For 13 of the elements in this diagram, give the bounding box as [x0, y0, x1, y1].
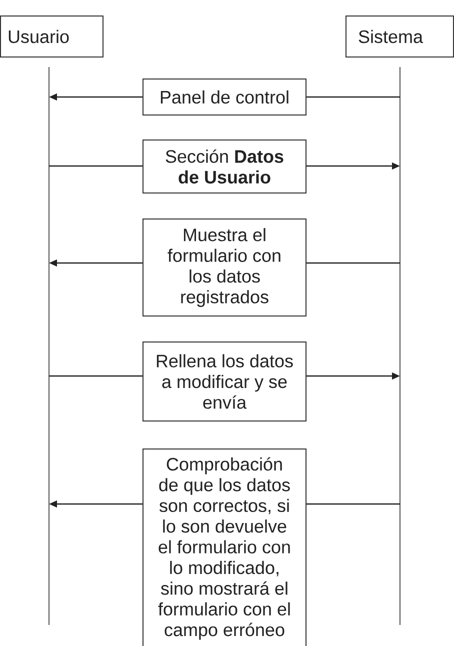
- message-box: Rellena los datos a modificar y se envía: [142, 342, 306, 422]
- message-box: Muestra el formulario con los datos registrados: [142, 218, 306, 316]
- connector-line: [49, 375, 142, 377]
- connector-line: [306, 96, 400, 98]
- connector-line: [306, 503, 400, 505]
- connector-line: [49, 165, 142, 167]
- actor-box: Usuario: [0, 16, 104, 58]
- connector-line: [306, 262, 400, 264]
- message-box: Panel de control: [142, 78, 306, 116]
- message-box: Sección Datos de Usuario: [142, 140, 306, 194]
- lifeline: [48, 66, 50, 626]
- message-box: Comprobación de que los datos son correctos, si lo son devuelve el formulario con lo modificado, sino mostrará el formulario con el campo erróneo: [142, 448, 306, 646]
- actor-box: Sistema: [346, 16, 454, 58]
